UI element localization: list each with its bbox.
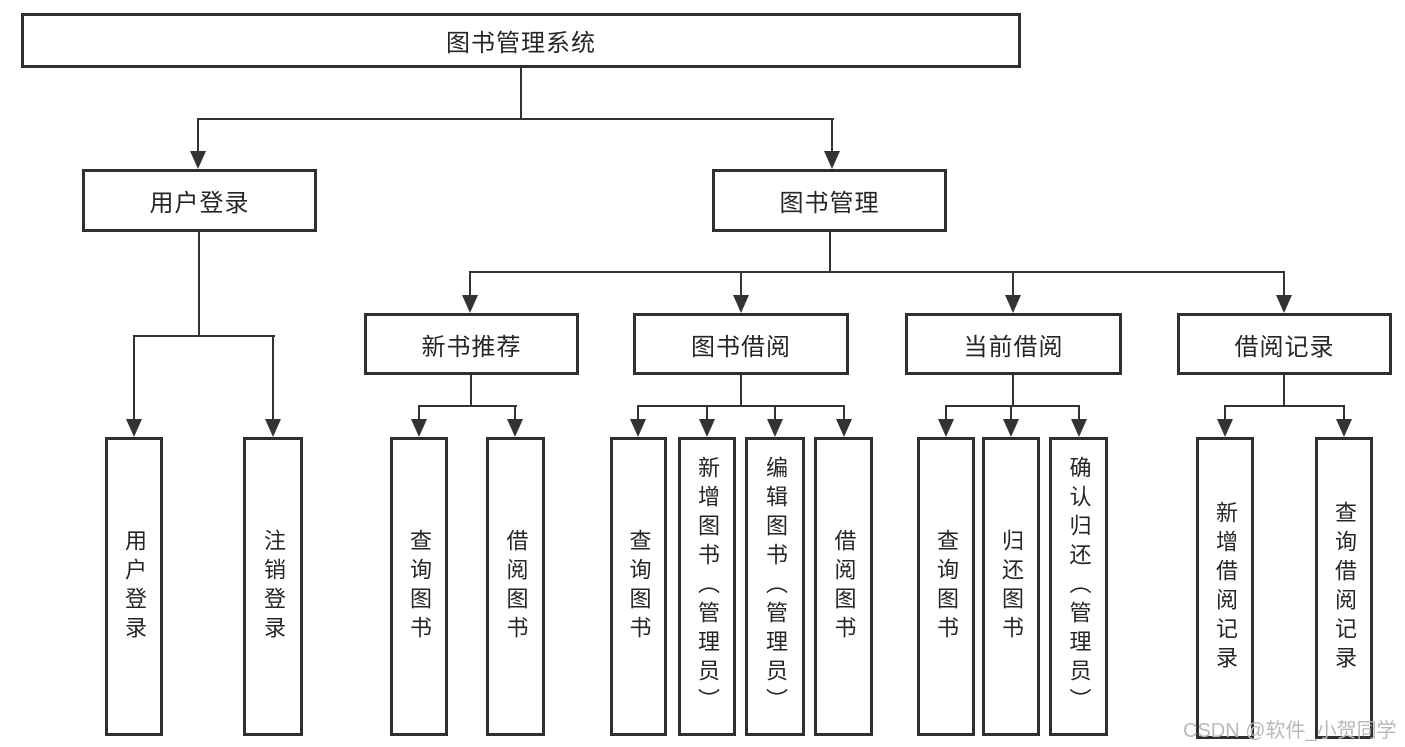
connector-line: [637, 405, 845, 407]
connector-line: [272, 335, 274, 423]
node-label: 查询借阅记录: [1332, 501, 1357, 675]
arrow-down-icon: [462, 295, 478, 313]
node-label: 查询图书: [626, 528, 652, 645]
node-label: 查询图书: [407, 528, 432, 645]
node-label: 图书管理: [779, 190, 880, 217]
arrow-down-icon: [1005, 295, 1021, 313]
arrow-down-icon: [1276, 295, 1292, 313]
arrow-down-icon: [699, 419, 715, 437]
node-label: 用户登录: [149, 190, 250, 217]
node-label: 新增借阅记录: [1213, 501, 1238, 675]
node-current-borrowing: 当前借阅: [905, 313, 1122, 375]
arrow-down-icon: [767, 419, 783, 437]
arrow-down-icon: [126, 419, 142, 437]
arrow-down-icon: [1217, 419, 1233, 437]
connector-line: [133, 335, 275, 337]
connector-line: [1224, 405, 1345, 407]
connector-line: [1012, 375, 1014, 407]
node-label: 图书管理系统: [446, 30, 596, 57]
connector-line: [1012, 271, 1014, 298]
leaf-logout: 注销登录: [243, 437, 303, 736]
connector-line: [1283, 271, 1285, 298]
connector-line: [197, 118, 199, 155]
connector-line: [418, 405, 420, 421]
leaf-query-books-current: 查询图书: [917, 437, 975, 736]
connector-line: [831, 118, 833, 155]
node-label: 图书借阅: [691, 333, 791, 361]
node-user-login: 用户登录: [82, 169, 317, 232]
leaf-edit-books-admin: 编辑图书（管理员）: [745, 437, 805, 736]
connector-line: [843, 405, 845, 421]
connector-line: [945, 405, 1080, 407]
node-label: 编辑图书（管理员）: [763, 456, 788, 717]
csdn-watermark: CSDN @软件_小贺同学: [1183, 720, 1397, 742]
arrow-down-icon: [836, 419, 852, 437]
arrow-down-icon: [411, 419, 427, 437]
leaf-add-borrow-record: 新增借阅记录: [1196, 437, 1254, 739]
leaf-borrow-books: 借阅图书: [814, 437, 873, 736]
node-label: 确认归还（管理员）: [1066, 456, 1092, 717]
connector-line: [706, 405, 708, 421]
connector-line: [1283, 375, 1285, 407]
arrow-down-icon: [630, 419, 646, 437]
connector-line: [1010, 405, 1012, 421]
node-label: 查询图书: [934, 528, 959, 645]
connector-line: [418, 405, 517, 407]
arrow-down-icon: [1003, 419, 1019, 437]
arrow-down-icon: [507, 419, 523, 437]
arrow-down-icon: [824, 151, 840, 169]
connector-line: [637, 405, 639, 421]
connector-line: [945, 405, 947, 421]
node-label: 当前借阅: [963, 333, 1064, 361]
connector-line: [514, 405, 516, 421]
node-label: 借阅记录: [1234, 333, 1335, 361]
arrow-down-icon: [1336, 419, 1352, 437]
connector-line: [1343, 405, 1345, 421]
node-label: 借阅图书: [831, 528, 857, 645]
connector-line: [774, 405, 776, 421]
connector-line: [829, 232, 831, 273]
node-label: 新增图书（管理员）: [695, 456, 720, 717]
connector-line: [740, 271, 742, 298]
leaf-query-borrow-record: 查询借阅记录: [1315, 437, 1373, 739]
connector-line: [470, 375, 472, 407]
connector-line: [740, 375, 742, 407]
leaf-return-books: 归还图书: [982, 437, 1040, 736]
leaf-add-books-admin: 新增图书（管理员）: [678, 437, 736, 736]
leaf-confirm-return-admin: 确认归还（管理员）: [1049, 437, 1108, 736]
connector-line: [469, 271, 471, 298]
arrow-down-icon: [733, 295, 749, 313]
node-new-book-recommendation: 新书推荐: [364, 313, 579, 375]
leaf-user-login: 用户登录: [105, 437, 163, 736]
node-label: 注销登录: [261, 528, 286, 645]
leaf-query-books-recommend: 查询图书: [390, 437, 448, 736]
node-book-management: 图书管理: [712, 169, 947, 232]
node-label: 归还图书: [999, 528, 1024, 645]
connector-line: [198, 232, 200, 337]
arrow-down-icon: [1071, 419, 1087, 437]
leaf-query-books-borrowing: 查询图书: [610, 437, 667, 736]
leaf-borrow-books-recommend: 借阅图书: [486, 437, 545, 736]
arrow-down-icon: [265, 419, 281, 437]
node-library-management-system: 图书管理系统: [21, 13, 1021, 68]
node-label: 新书推荐: [421, 333, 522, 361]
connector-line: [1078, 405, 1080, 421]
node-book-borrowing: 图书借阅: [633, 313, 849, 375]
node-label: 用户登录: [122, 528, 147, 645]
connector-line: [520, 68, 522, 120]
connector-line: [1224, 405, 1226, 421]
connector-line: [133, 335, 135, 423]
arrow-down-icon: [938, 419, 954, 437]
node-borrowing-records: 借阅记录: [1177, 313, 1392, 375]
arrow-down-icon: [190, 151, 206, 169]
node-label: 借阅图书: [503, 528, 529, 645]
connector-line: [197, 118, 834, 120]
connector-line: [469, 271, 1285, 273]
